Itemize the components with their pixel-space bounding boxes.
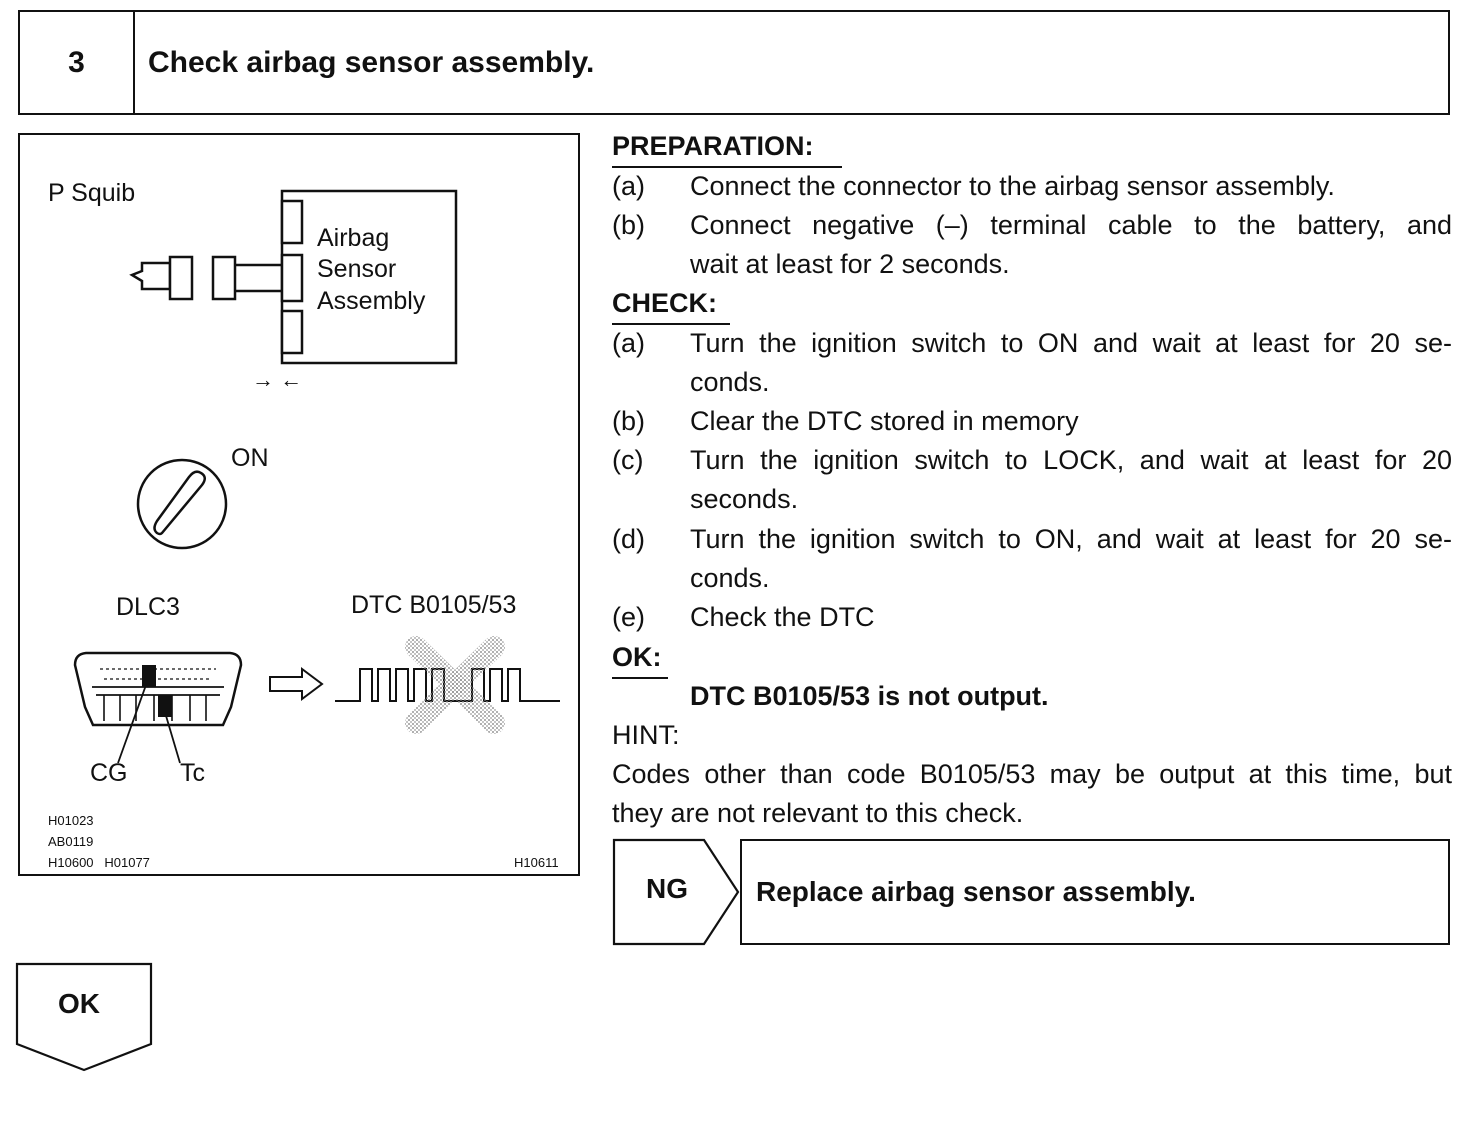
- on-label: ON: [231, 444, 269, 472]
- list-item-text: Connect the connector to the airbag sens…: [690, 171, 1335, 201]
- arrow-icon: [269, 667, 324, 701]
- hint-text: Codes other than code B0105/53 may be ou…: [612, 759, 1452, 789]
- list-item-label: (d): [612, 524, 645, 554]
- hint-heading: HINT:: [612, 720, 680, 750]
- list-item-label: (a): [612, 328, 645, 358]
- heading-underline: [612, 677, 668, 679]
- list-item-text: wait at least for 2 seconds.: [690, 249, 1010, 279]
- illustration-panel: P Squib Airbag Sensor Assembly → ← ON DL…: [18, 133, 580, 876]
- squib-connector: [129, 261, 172, 291]
- list-item-label: (c): [612, 445, 644, 475]
- p-squib-label: P Squib: [48, 179, 136, 207]
- illustration-drawing: [73, 189, 560, 764]
- list-item-label: (b): [612, 210, 645, 240]
- step-header: 3 Check airbag sensor assembly.: [18, 10, 1450, 115]
- dlc3-connector: [73, 651, 243, 727]
- list-item-text: Turn the ignition switch to LOCK, and wa…: [690, 445, 1452, 475]
- ok-flow-label: OK: [58, 988, 100, 1019]
- dtc-label: DTC B0105/53: [351, 591, 517, 619]
- list-item-text: Check the DTC: [690, 602, 875, 632]
- hint-text: they are not relevant to this check.: [612, 798, 1024, 828]
- sensor-label-line1: Airbag: [317, 224, 390, 252]
- cross-out-icon: [405, 636, 505, 734]
- cg-label: CG: [90, 759, 128, 787]
- list-item-text: Connect negative (–) terminal cable to t…: [690, 210, 1452, 240]
- figure-code: H10611: [514, 855, 559, 870]
- list-item-text: seconds.: [690, 484, 799, 514]
- tc-label: Tc: [180, 759, 205, 787]
- figure-code: AB0119: [48, 834, 94, 849]
- heading-underline: [612, 323, 730, 325]
- check-heading: CHECK:: [612, 288, 717, 318]
- list-item-label: (e): [612, 602, 645, 632]
- ok-heading: OK:: [612, 642, 662, 672]
- ng-action-text: Replace airbag sensor assembly.: [756, 876, 1196, 907]
- list-item-label: (a): [612, 171, 645, 201]
- ng-action-box: Replace airbag sensor assembly.: [740, 839, 1450, 945]
- figure-code: H10600 H01077: [48, 855, 150, 870]
- ng-label: NG: [646, 873, 688, 904]
- step-title: Check airbag sensor assembly.: [148, 45, 595, 79]
- gap-arrows: → ←: [252, 367, 303, 392]
- list-item-label: (b): [612, 406, 645, 436]
- step-number: 3: [20, 12, 135, 113]
- heading-underline: [612, 166, 842, 168]
- list-item-text: Turn the ignition switch to ON, and wait…: [690, 524, 1452, 554]
- list-item-text: Clear the DTC stored in memory: [690, 406, 1079, 436]
- ignition-key-icon: [136, 458, 228, 550]
- ok-arrow-shape: [15, 962, 153, 1072]
- dlc3-label: DLC3: [116, 593, 180, 621]
- list-item-text: conds.: [690, 367, 770, 397]
- preparation-heading: PREPARATION:: [612, 131, 814, 161]
- list-item-text: Turn the ignition switch to ON and wait …: [690, 328, 1452, 358]
- ng-arrow-shape: [612, 838, 740, 946]
- figure-code: H01023: [48, 813, 94, 828]
- ok-result-text: DTC B0105/53 is not output.: [690, 681, 1049, 711]
- list-item-text: conds.: [690, 563, 770, 593]
- sensor-label-line3: Assembly: [317, 287, 426, 315]
- sensor-label-line2: Sensor: [317, 255, 397, 283]
